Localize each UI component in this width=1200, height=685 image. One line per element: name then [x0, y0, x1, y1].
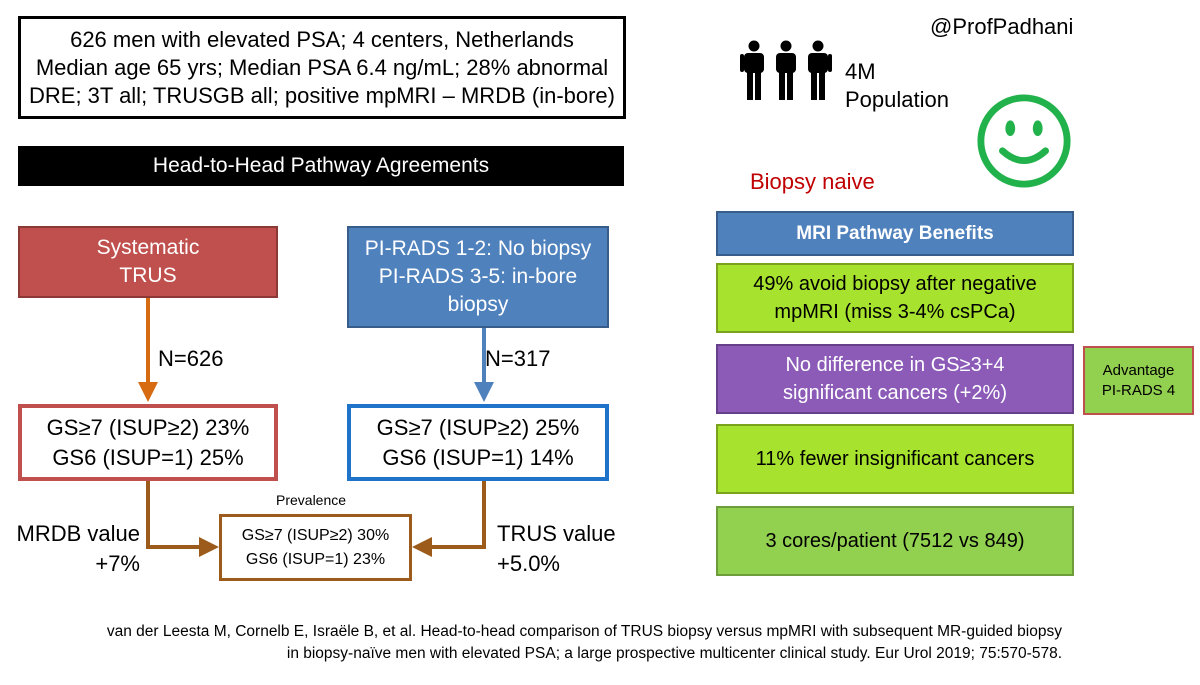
population-line: 4M [845, 59, 876, 84]
advantage-box: Advantage PI-RADS 4 [1083, 346, 1194, 415]
right-result-line: GS≥7 (ISUP≥2) 25% [376, 414, 580, 440]
benefit-box-cores: 3 cores/patient (7512 vs 849) [716, 506, 1074, 576]
mrdb-value-line: +7% [95, 551, 140, 576]
right-to-prevalence-arrow [412, 481, 486, 557]
right-n-label: N=317 [485, 346, 551, 371]
study-line: Median age 65 yrs; Median PSA 6.4 ng/mL;… [35, 54, 609, 80]
citation-line: in biopsy-naïve men with elevated PSA; a… [286, 645, 1062, 662]
prevalence-label: Prevalence [276, 492, 347, 508]
twitter-handle: @ProfPadhani [930, 14, 1074, 39]
benefit-line: 11% fewer insignificant cancers [755, 448, 1035, 470]
benefits-header: MRI Pathway Benefits [716, 211, 1074, 256]
citation-line: van der Leesta M, Cornelb E, Israële B, … [106, 623, 1062, 640]
benefit-box-no-difference: No difference in GS≥3+4 significant canc… [716, 344, 1074, 414]
benefit-line: 49% avoid biopsy after negative [753, 273, 1037, 295]
trus-value-line: +5.0% [497, 551, 560, 576]
left-results-box: GS≥7 (ISUP≥2) 23% GS6 (ISUP=1) 25% [18, 404, 278, 481]
study-line: 626 men with elevated PSA; 4 centers, Ne… [70, 26, 574, 52]
study-description-box: 626 men with elevated PSA; 4 centers, Ne… [18, 16, 626, 119]
benefit-line: mpMRI (miss 3-4% csPCa) [774, 301, 1016, 323]
left-result-line: GS≥7 (ISUP≥2) 23% [46, 414, 250, 440]
benefit-line: No difference in GS≥3+4 [785, 354, 1005, 376]
trus-value-line: TRUS value [497, 521, 616, 546]
left-n-label: N=626 [158, 346, 224, 371]
smiley-icon [977, 94, 1071, 188]
left-title-line: Systematic [96, 236, 200, 259]
left-title-line: TRUS [119, 264, 177, 287]
advantage-line: Advantage [1102, 361, 1175, 379]
left-result-line: GS6 (ISUP=1) 25% [52, 444, 244, 470]
right-title-line: PI-RADS 1-2: No biopsy [364, 237, 592, 260]
pirads-pathway-box: PI-RADS 1-2: No biopsy PI-RADS 3-5: in-b… [347, 226, 609, 328]
biopsy-naive-label: Biopsy naive [750, 169, 875, 194]
mrdb-value-label: MRDB value +7% [0, 519, 140, 579]
benefit-line: significant cancers (+2%) [783, 382, 1007, 404]
right-title-line: biopsy [447, 293, 509, 316]
right-title-line: PI-RADS 3-5: in-bore [378, 265, 578, 288]
citation: van der Leesta M, Cornelb E, Israële B, … [0, 621, 1062, 665]
benefit-box-fewer-insignificant: 11% fewer insignificant cancers [716, 424, 1074, 494]
prevalence-line: GS≥7 (ISUP≥2) 30% [241, 526, 390, 544]
benefit-box-avoid-biopsy: 49% avoid biopsy after negative mpMRI (m… [716, 263, 1074, 333]
right-result-line: GS6 (ISUP=1) 14% [382, 444, 574, 470]
people-icon [740, 40, 832, 100]
advantage-line: PI-RADS 4 [1101, 381, 1176, 399]
prevalence-line: GS6 (ISUP=1) 23% [245, 550, 386, 568]
benefit-line: 3 cores/patient (7512 vs 849) [765, 530, 1025, 552]
population-line: Population [845, 87, 949, 112]
right-results-box: GS≥7 (ISUP≥2) 25% GS6 (ISUP=1) 14% [347, 404, 609, 481]
study-line: DRE; 3T all; TRUSGB all; positive mpMRI … [29, 82, 615, 108]
trus-value-label: TRUS value +5.0% [497, 519, 616, 579]
header-bar: Head-to-Head Pathway Agreements [18, 146, 624, 186]
prevalence-box: GS≥7 (ISUP≥2) 30% GS6 (ISUP=1) 23% [219, 514, 412, 581]
systematic-trus-box: Systematic TRUS [18, 226, 278, 298]
population-label: 4M Population [845, 58, 949, 114]
left-to-prevalence-arrow [146, 481, 219, 557]
mrdb-value-line: MRDB value [16, 521, 140, 546]
